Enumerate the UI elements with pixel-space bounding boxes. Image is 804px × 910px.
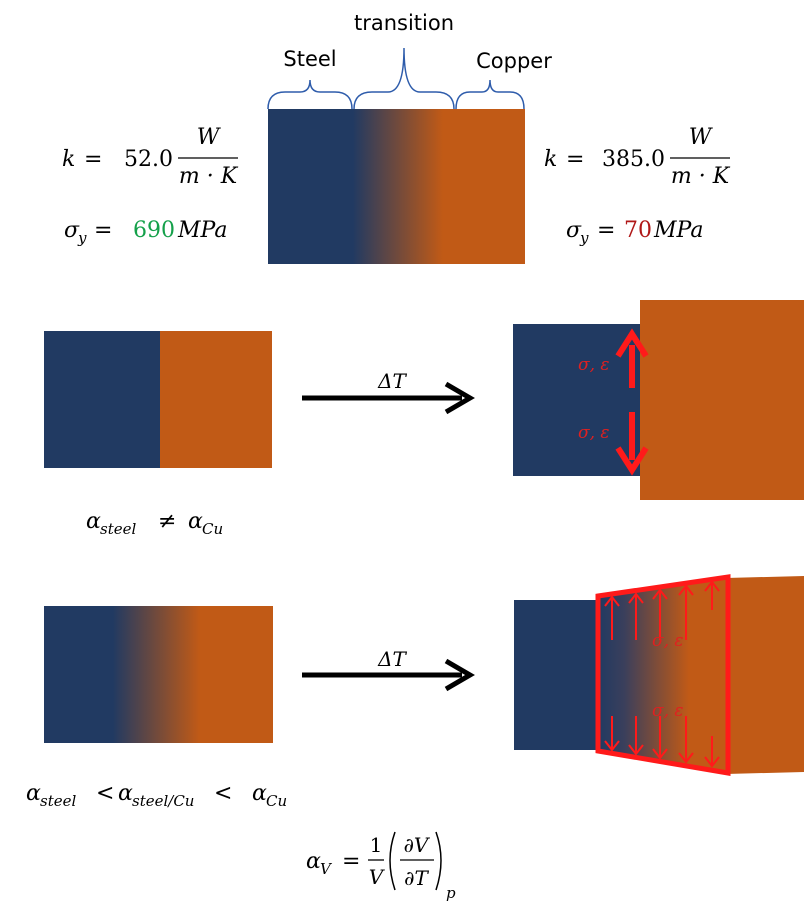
row1-caption-a-sub: steel xyxy=(100,520,136,538)
row1-caption-a: α xyxy=(86,509,101,534)
row2-copper-expanded xyxy=(726,576,804,774)
row1-caption-b: α xyxy=(188,509,203,534)
steel-sigma-eq: = xyxy=(94,218,112,243)
row1-caption-neq: ≠ xyxy=(158,509,176,534)
row1-caption-b-sub: Cu xyxy=(202,520,223,538)
formula-lhs-sub: V xyxy=(320,860,333,878)
formula-one: 1 xyxy=(370,833,383,857)
copper-k-value: 385.0 xyxy=(602,147,665,172)
row1-arrow-label: ΔT xyxy=(377,369,407,393)
copper-k-unit-num: W xyxy=(689,125,714,150)
copper-k-eq: = xyxy=(566,147,584,172)
formula-sub-p: p xyxy=(446,884,456,902)
steel-k-eq: = xyxy=(84,147,102,172)
row2-stress-arrows-down xyxy=(604,716,720,768)
row1-delta-t-arrow xyxy=(302,381,475,415)
steel-yield-strength: σ y = 690 MPa xyxy=(64,218,227,247)
volumetric-expansion-formula: α V = 1 V ∂V ∂T p xyxy=(306,831,456,902)
row2-stress-lower-label: σ, ε xyxy=(652,701,684,721)
row2-steel-expanded xyxy=(514,600,604,750)
copper-k-unit-den: m · K xyxy=(671,164,731,189)
steel-label: Steel xyxy=(283,47,336,71)
row1-stress-arrow-up xyxy=(615,328,649,388)
formula-dV: ∂V xyxy=(404,833,431,857)
copper-label: Copper xyxy=(476,49,552,73)
steel-sigma-unit: MPa xyxy=(177,218,227,243)
steel-k-var: k xyxy=(62,147,75,172)
row1-stress-arrow-down xyxy=(615,412,649,476)
formula-lhs: α xyxy=(306,849,321,874)
row2-caption-lt1: < xyxy=(96,781,114,806)
steel-k-value: 52.0 xyxy=(124,147,173,172)
copper-sigma-unit: MPa xyxy=(653,218,703,243)
copper-yield-strength: σ y = 70 MPa xyxy=(566,218,703,247)
copper-k-var: k xyxy=(544,147,557,172)
row2-stress-upper-label: σ, ε xyxy=(652,631,684,651)
copper-sigma-eq: = xyxy=(597,218,615,243)
formula-dT: ∂T xyxy=(404,866,429,890)
steel-sigma-sym: σ xyxy=(64,218,80,243)
row2-caption-lt2: < xyxy=(214,781,232,806)
formula-V: V xyxy=(369,865,386,889)
formula-left-paren xyxy=(389,831,396,891)
row2-caption-c: α xyxy=(252,781,267,806)
copper-sigma-sym: σ xyxy=(566,218,582,243)
copper-sigma-sub: y xyxy=(579,229,589,247)
row1-copper-expanded xyxy=(640,300,804,500)
formula-right-paren xyxy=(435,831,442,891)
formula-eq: = xyxy=(342,849,360,874)
row2-caption-a: α xyxy=(26,781,41,806)
steel-sigma-value: 690 xyxy=(133,218,175,243)
row1-caption: α steel ≠ α Cu xyxy=(86,509,223,538)
copper-brace xyxy=(455,79,525,110)
steel-k-unit-num: W xyxy=(197,125,222,150)
transition-label: transition xyxy=(354,11,454,35)
steel-conductivity: k = 52.0 W m · K xyxy=(62,125,239,189)
row1-steel-block xyxy=(44,331,160,468)
row1-stress-upper-label: σ, ε xyxy=(578,355,610,375)
steel-k-unit-den: m · K xyxy=(179,164,239,189)
row2-caption: α steel < α steel/Cu < α Cu xyxy=(26,781,287,810)
row1-stress-lower-label: σ, ε xyxy=(578,423,610,443)
steel-sigma-sub: y xyxy=(77,229,87,247)
steel-brace xyxy=(267,79,353,110)
row2-caption-b-sub: steel/Cu xyxy=(132,792,194,810)
row2-caption-c-sub: Cu xyxy=(266,792,287,810)
copper-conductivity: k = 385.0 W m · K xyxy=(544,125,731,189)
row2-graded-block xyxy=(44,606,273,743)
row2-delta-t-arrow xyxy=(302,658,475,692)
copper-sigma-value: 70 xyxy=(624,218,652,243)
row2-caption-a-sub: steel xyxy=(40,792,76,810)
row2-graded-trapezoid xyxy=(595,574,731,776)
steel-copper-gradient-bar xyxy=(268,109,525,264)
row2-arrow-label: ΔT xyxy=(377,647,407,671)
row2-stress-arrows-up xyxy=(604,580,720,640)
row2-caption-b: α xyxy=(118,781,133,806)
row1-copper-block xyxy=(160,331,272,468)
transition-brace xyxy=(353,47,455,110)
